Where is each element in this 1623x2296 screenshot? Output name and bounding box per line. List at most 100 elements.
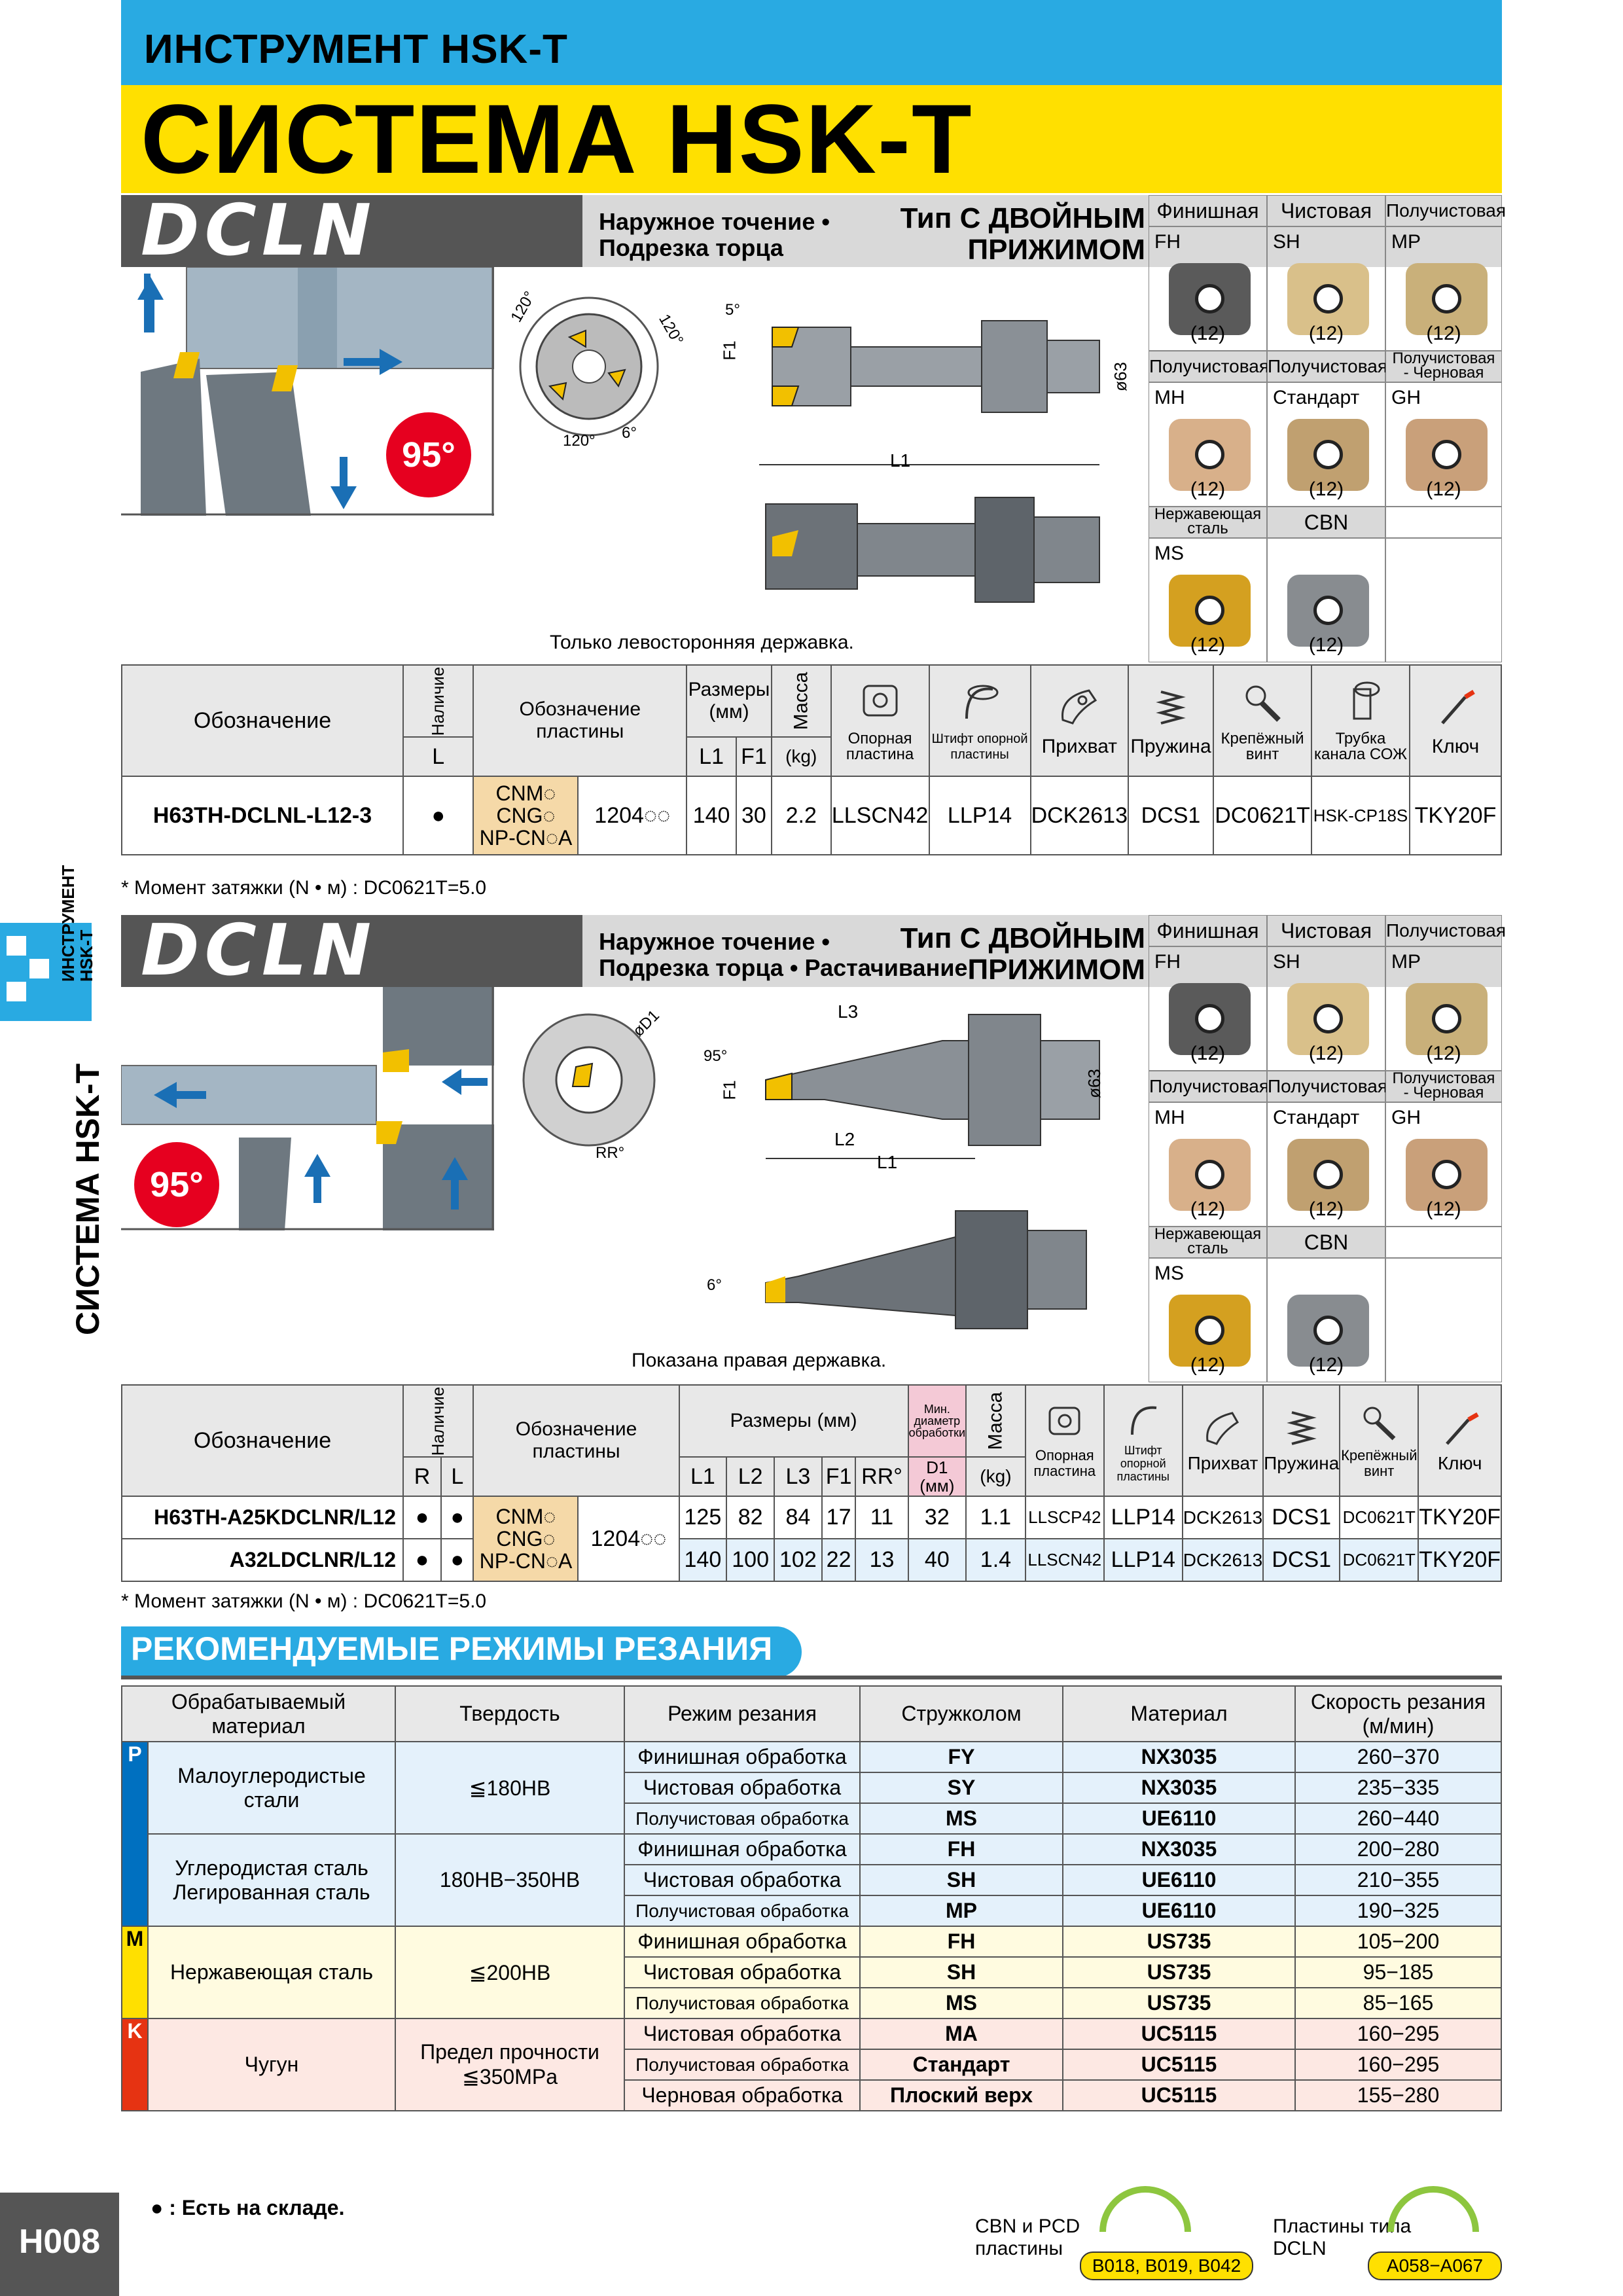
row-shim[interactable]: LLSCN42	[1024, 1538, 1105, 1582]
insert-mp[interactable]: MP(12)	[1385, 226, 1502, 351]
mat-line1: Углеродистая сталь	[175, 1856, 368, 1880]
row-key[interactable]: TKY20F	[1418, 1538, 1502, 1582]
insert-mh[interactable]: MH(12)	[1149, 382, 1267, 507]
ref-arrow-icon	[1099, 2186, 1191, 2232]
row-tube[interactable]: HSK-CP18S	[1311, 776, 1410, 855]
insert-shape-icon	[1287, 263, 1369, 335]
row-clamp[interactable]: DCK2613	[1181, 1538, 1264, 1582]
th-F1: F1	[821, 1456, 857, 1497]
dim-f1: F1	[719, 340, 740, 361]
th-RR: RR°	[855, 1456, 909, 1497]
th-key: Ключ	[1418, 1384, 1502, 1497]
insert-sh[interactable]: SH(12)	[1267, 226, 1385, 351]
row-key[interactable]: TKY20F	[1409, 776, 1502, 855]
row-pin[interactable]: LLP14	[1103, 1496, 1183, 1539]
section2-operation-diagram	[120, 987, 494, 1230]
row-spring[interactable]: DCS1	[1262, 1496, 1341, 1539]
insert-fh[interactable]: FH(12)	[1149, 946, 1267, 1071]
th-pin-text: Штифт опорной пластины	[1116, 1443, 1169, 1483]
row-screw[interactable]: DC0621T	[1339, 1496, 1419, 1539]
insert-count: (12)	[1308, 478, 1344, 500]
cbn-ref-link[interactable]: B018, B019, B042	[1080, 2251, 1253, 2280]
chip: MS	[859, 1803, 1063, 1835]
speed: 235−335	[1294, 1772, 1502, 1804]
row-avail: ●	[402, 776, 474, 855]
insert-shape-icon	[1169, 419, 1251, 491]
ins2-head-finish: Финишная	[1149, 915, 1267, 946]
insert-mp[interactable]: MP(12)	[1385, 946, 1502, 1071]
pin-icon	[1130, 1406, 1156, 1435]
mode: Финишная обработка	[624, 1833, 861, 1865]
table-row: K Чугун Предел прочности≦350MPa Чистовая…	[121, 2018, 1502, 2111]
dcln-ref-link[interactable]: A058−A067	[1368, 2251, 1502, 2280]
mode: Финишная обработка	[624, 1926, 861, 1958]
th-avail: Наличие	[402, 1384, 474, 1458]
row-insert-codes: CNM◌CNG◌NP-CN◌A	[473, 1496, 579, 1582]
insert-count: (12)	[1190, 1043, 1226, 1064]
row-shim[interactable]: LLSCP42	[1024, 1496, 1105, 1539]
row-clamp[interactable]: DCK2613	[1029, 776, 1130, 855]
table-row: H63TH-A25KDCLNR/L12 ● ● CNM◌CNG◌NP-CN◌A …	[121, 1496, 1502, 1582]
row-insert-codes: CNM◌CNG◌NP-CN◌A	[473, 776, 579, 855]
grade: NX3035	[1062, 1772, 1296, 1804]
grade: UE6110	[1062, 1895, 1296, 1927]
insert-shape-icon	[1287, 575, 1369, 647]
row-L3: 84	[774, 1496, 823, 1539]
row-F1: 17	[821, 1496, 857, 1539]
dim-rr: RR°	[596, 1144, 625, 1162]
header-band	[121, 0, 1502, 85]
ins-head-semi: Получистовая	[1385, 195, 1506, 226]
dim-120-c: 120°	[563, 432, 596, 450]
row-pin[interactable]: LLP14	[1103, 1538, 1183, 1582]
mat-low-carbon: Малоуглеродистые стали	[147, 1741, 396, 1835]
row-RR: 13	[855, 1538, 909, 1582]
grade: NX3035	[1062, 1833, 1296, 1865]
hard-line2: ≦350MPa	[462, 2065, 558, 2089]
section1-type2: ПРИЖИМОМ	[967, 234, 1145, 266]
row-key[interactable]: TKY20F	[1418, 1496, 1502, 1539]
insert-cbn[interactable]: (12)	[1267, 1258, 1385, 1382]
insert-standard[interactable]: Стандарт(12)	[1267, 382, 1385, 507]
dim-6deg-2: 6°	[707, 1276, 722, 1294]
insert-ms[interactable]: MS(12)	[1149, 538, 1267, 662]
rec-title-band	[121, 1626, 802, 1677]
row-screw[interactable]: DC0621T	[1339, 1538, 1419, 1582]
section1-logo-bg	[121, 195, 582, 267]
insert-gh[interactable]: GH(12)	[1385, 1102, 1502, 1227]
row-RR: 11	[855, 1496, 909, 1539]
row-spring[interactable]: DCS1	[1262, 1538, 1341, 1582]
row-screw[interactable]: DC0621T	[1213, 776, 1312, 855]
spring-icon	[1286, 1410, 1317, 1445]
row-pin[interactable]: LLP14	[928, 776, 1031, 855]
insert-cbn[interactable]: (12)	[1267, 538, 1385, 662]
section2-torque-note: * Момент затяжки (N • м) : DC0621T=5.0	[121, 1590, 487, 1612]
row-clamp[interactable]: DCK2613	[1181, 1496, 1264, 1539]
th-D1-unit: (мм)	[919, 1476, 955, 1496]
th-shim-text: Опорная пластина	[846, 729, 914, 763]
mode: Финишная обработка	[624, 1741, 861, 1773]
row-shim[interactable]: LLSCN42	[830, 776, 930, 855]
chip: Плоский верх	[859, 2079, 1063, 2111]
insert-ms[interactable]: MS(12)	[1149, 1258, 1267, 1382]
insert-sh[interactable]: SH(12)	[1267, 946, 1385, 1071]
ref-arrow-icon	[1387, 2186, 1479, 2232]
insert-standard[interactable]: Стандарт(12)	[1267, 1102, 1385, 1227]
mode: Чистовая обработка	[624, 1772, 861, 1804]
insert-code: MS	[1154, 543, 1184, 564]
th-L3: L3	[774, 1456, 823, 1497]
insert-fh[interactable]: FH(12)	[1149, 226, 1267, 351]
rth-grade: Материал	[1062, 1685, 1296, 1742]
row-spring[interactable]: DCS1	[1128, 776, 1214, 855]
cat-k: K	[121, 2018, 149, 2111]
section1-side-view	[746, 288, 1126, 484]
section1-diagram-note: Только левосторонняя державка.	[550, 632, 854, 653]
section2-desc2: Подрезка торца • Растачивание	[599, 954, 968, 981]
rec-title: РЕКОМЕНДУЕМЫЕ РЕЖИМЫ РЕЗАНИЯ	[131, 1630, 773, 1667]
dim-f1-2: F1	[719, 1080, 740, 1100]
insert-mh[interactable]: MH(12)	[1149, 1102, 1267, 1227]
section1-desc1: Наружное точение •	[599, 208, 830, 235]
row-kg: 1.4	[965, 1538, 1026, 1582]
insert-gh[interactable]: GH(12)	[1385, 382, 1502, 507]
